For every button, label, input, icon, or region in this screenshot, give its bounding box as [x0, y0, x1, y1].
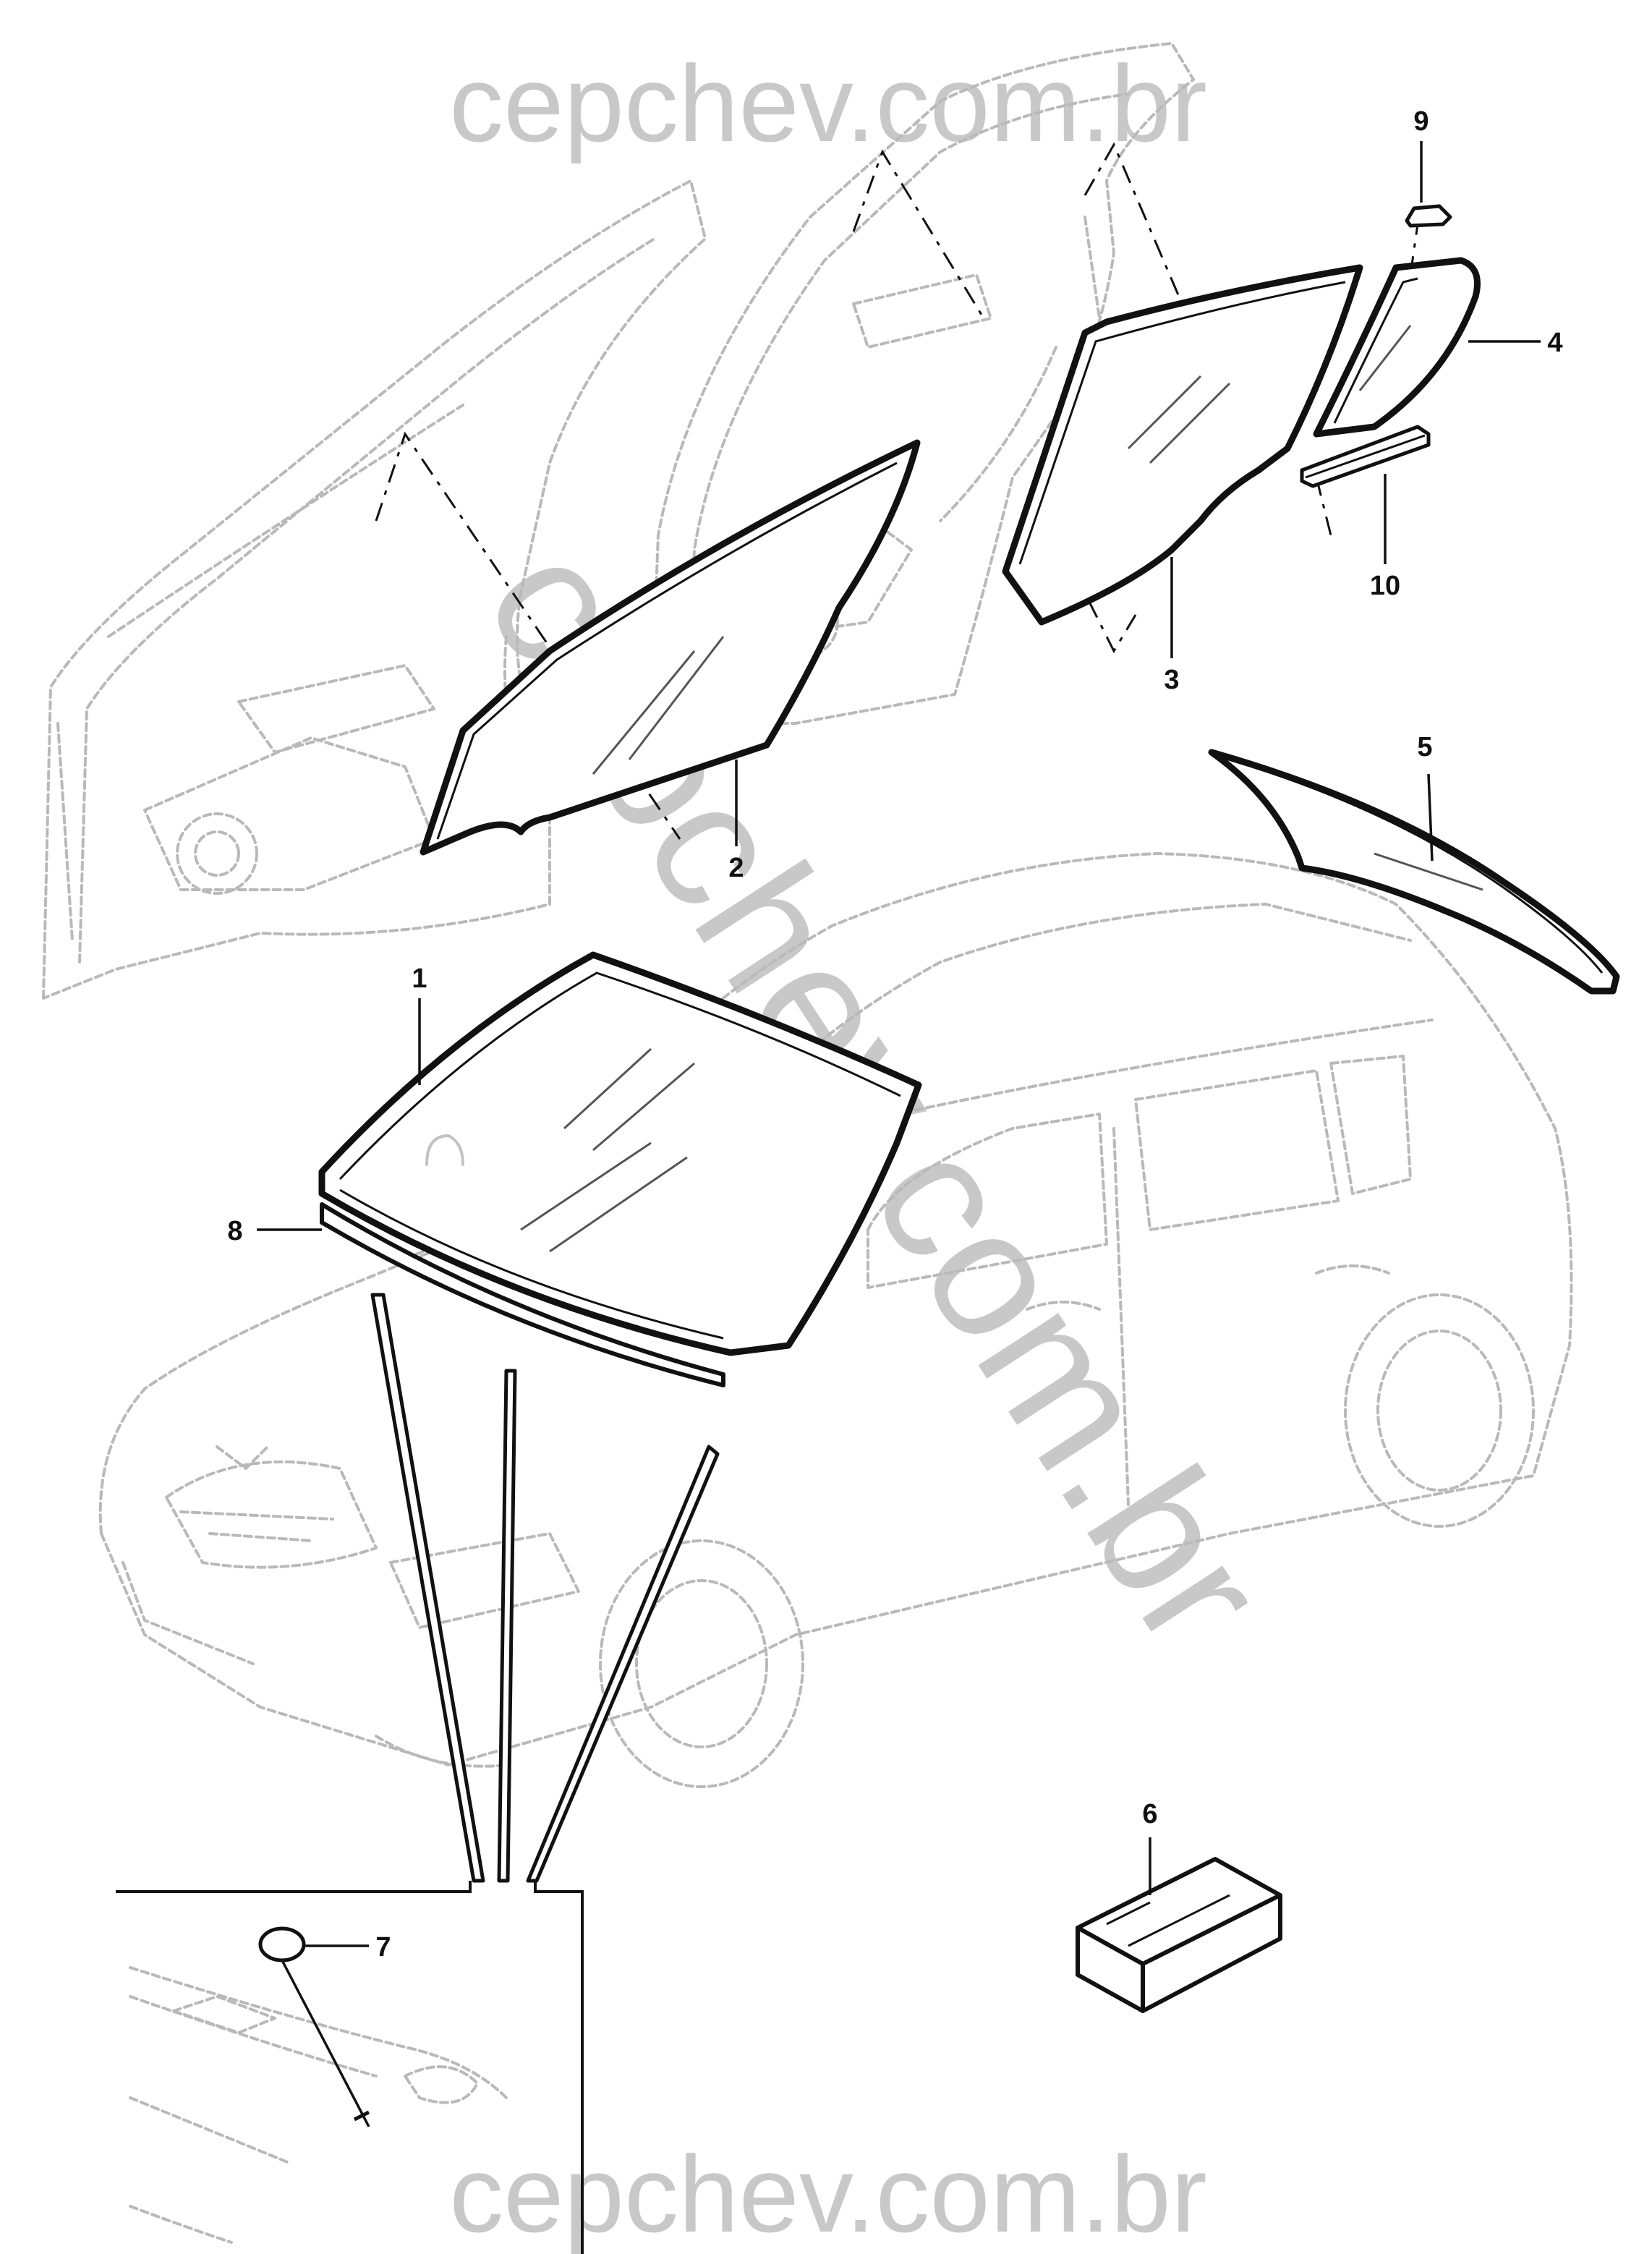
- callout-2: 2: [728, 853, 744, 883]
- part-6-adhesive-kit[interactable]: [1076, 1857, 1282, 2013]
- callout-1: 1: [412, 964, 427, 994]
- callout-8: 8: [227, 1216, 242, 1246]
- watermark-bottom: cepchev.com.br: [449, 2133, 1207, 2254]
- part-2-front-door-glass[interactable]: [420, 439, 921, 856]
- part-7-plug[interactable]: [258, 1926, 370, 2127]
- part-10-seal-strip[interactable]: [1300, 425, 1431, 488]
- callout-9: 9: [1413, 106, 1429, 137]
- inset-leaders: [370, 1293, 720, 1883]
- callout-3: 3: [1164, 665, 1179, 695]
- part-5-rear-window[interactable]: [1208, 749, 1620, 995]
- part-4-quarter-glass[interactable]: [1313, 257, 1481, 438]
- callout-4: 4: [1547, 328, 1562, 358]
- part-9-clip[interactable]: [1405, 204, 1452, 228]
- inset-detail: [116, 1881, 584, 2254]
- part-3-rear-door-glass[interactable]: [1002, 264, 1363, 626]
- part-1-windshield[interactable]: [318, 951, 922, 1356]
- callout-6: 6: [1142, 1799, 1157, 1829]
- callout-10: 10: [1370, 571, 1400, 601]
- watermark-top: cepchev.com.br: [449, 43, 1207, 164]
- callout-5: 5: [1417, 732, 1432, 762]
- callout-labels: 1 2 3 4 5 6 7 8 9 10: [227, 106, 1562, 1962]
- callout-leaders: [257, 141, 1541, 1947]
- part-8-windshield-moulding[interactable]: [320, 1202, 725, 1387]
- callout-7: 7: [375, 1932, 391, 1962]
- rear-door-ghost: [650, 42, 1195, 725]
